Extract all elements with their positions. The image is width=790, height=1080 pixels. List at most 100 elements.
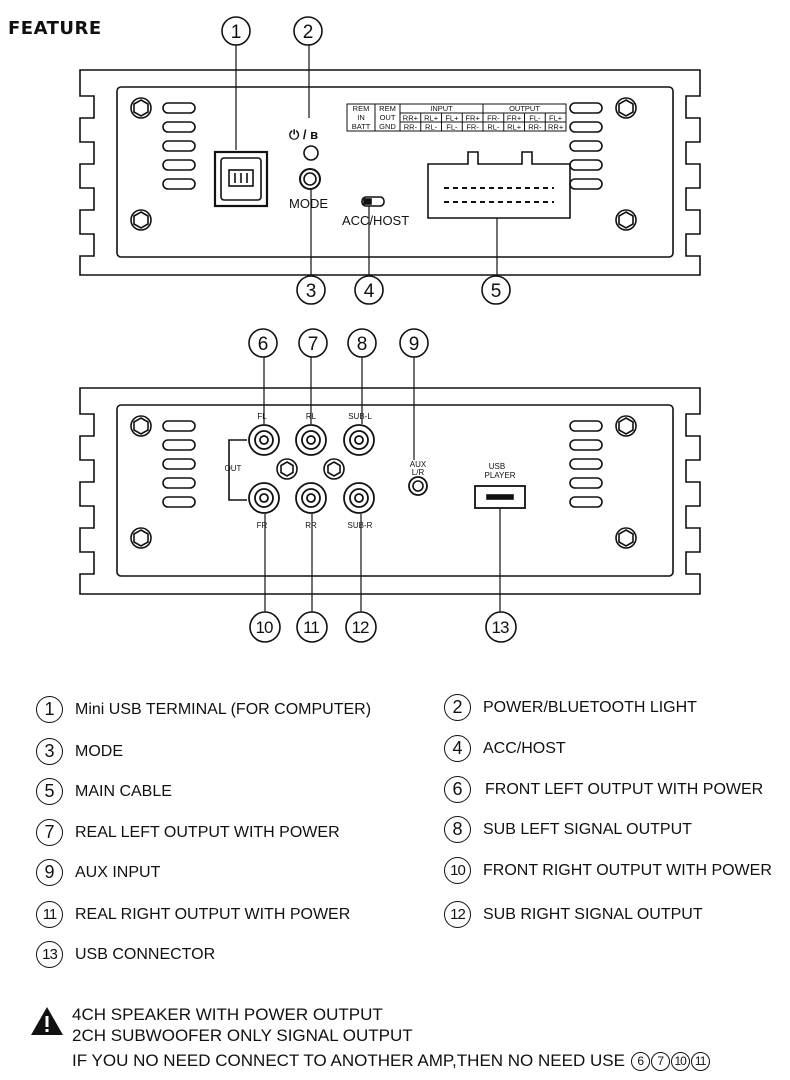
label-fl: FL: [257, 412, 267, 421]
rca-jacks: [248, 424, 375, 514]
acc-host-label: ACC/HOST: [342, 213, 409, 228]
bottom-panel-housing: [79, 387, 701, 595]
warning-line-1: 4CH SPEAKER WITH POWER OUTPUT: [72, 1005, 383, 1024]
warning-ref-6: 6: [630, 1052, 650, 1072]
tbl-bot-5: RL+: [507, 123, 522, 132]
callout-5: 5: [491, 281, 502, 302]
label-aux-lr: L/R: [412, 468, 425, 477]
tbl-bot-3: FR-: [466, 123, 479, 132]
tbl-top-1: RL+: [424, 114, 439, 123]
mode-label: MODE: [289, 196, 328, 211]
legend-text: SUB LEFT SIGNAL OUTPUT: [483, 820, 692, 838]
legend-item-4: 4 ACC/HOST: [444, 735, 566, 762]
legend-text: MODE: [75, 742, 123, 760]
legend-num: 11: [36, 901, 63, 928]
aux-jack: [408, 476, 428, 496]
callout-4: 4: [364, 281, 375, 302]
tbl-c2-r1: REM: [379, 104, 396, 113]
legend-num: 12: [444, 901, 471, 928]
legend-text: Mini USB TERMINAL (FOR COMPUTER): [75, 700, 372, 718]
label-usb-player: PLAYER: [485, 471, 516, 480]
callout-11: 11: [303, 618, 319, 637]
legend-text: FRONT LEFT OUTPUT WITH POWER: [485, 780, 764, 798]
legend-text: FRONT RIGHT OUTPUT WITH POWER: [483, 861, 772, 879]
warning-note: 4CH SPEAKER WITH POWER OUTPUT 2CH SUBWOO…: [32, 1004, 710, 1072]
tbl-c1-r3: BATT: [352, 122, 371, 131]
legend-item-11: 11 REAL RIGHT OUTPUT WITH POWER: [36, 901, 350, 928]
callout-1: 1: [231, 22, 242, 43]
callout-12: 12: [352, 618, 369, 637]
legend-text: REAL RIGHT OUTPUT WITH POWER: [75, 905, 351, 923]
tbl-c1-r1: REM: [353, 104, 370, 113]
legend-text: MAIN CABLE: [75, 782, 172, 800]
legend-item-6: 6 FRONT LEFT OUTPUT WITH POWER: [444, 776, 763, 803]
warning-line-3-text: IF YOU NO NEED CONNECT TO ANOTHER AMP,TH…: [72, 1051, 625, 1070]
legend-text: SUB RIGHT SIGNAL OUTPUT: [483, 905, 703, 923]
tbl-top-7: FL+: [549, 114, 563, 123]
warning-line-2: 2CH SUBWOOFER ONLY SIGNAL OUTPUT: [72, 1026, 413, 1045]
top-vents-left: [162, 102, 196, 190]
top-panel-housing: [79, 69, 701, 276]
main-cable-connector: [427, 151, 571, 219]
label-sub-r: SUB-R: [348, 521, 373, 530]
legend-item-10: 10 FRONT RIGHT OUTPUT WITH POWER: [444, 857, 772, 884]
legend-num: 13: [36, 941, 63, 968]
leader-lines: [235, 45, 501, 612]
warning-ref-7: 7: [650, 1052, 670, 1072]
tbl-bot-1: RL-: [425, 123, 438, 132]
tbl-c2-r3: GND: [379, 122, 396, 131]
tbl-bot-7: RR+: [548, 123, 564, 132]
warning-line-3: IF YOU NO NEED CONNECT TO ANOTHER AMP,TH…: [32, 1050, 710, 1072]
top-vents-right: [569, 102, 603, 190]
tbl-top-2: FL+: [445, 114, 459, 123]
usb-player-port: [474, 485, 526, 509]
legend-text: AUX INPUT: [75, 863, 161, 881]
power-bluetooth-symbol: ⏻ / ʙ: [289, 127, 318, 142]
legend-num: 2: [444, 694, 471, 721]
legend-num: 1: [36, 696, 63, 723]
amplifier-diagram: ⏻ / ʙ MODE ACC/HOST REM IN BATT REM OUT …: [79, 16, 701, 643]
warning-ref-11: 11: [690, 1052, 710, 1072]
callout-7: 7: [308, 334, 319, 355]
bottom-vents-left: [162, 420, 196, 508]
tbl-top-6: FL-: [529, 114, 541, 123]
legend-num: 10: [444, 857, 471, 884]
legend-num: 5: [36, 778, 63, 805]
label-usb: USB: [489, 462, 505, 471]
legend-num: 7: [36, 819, 63, 846]
callout-3: 3: [306, 281, 317, 302]
tbl-bot-6: RR-: [528, 123, 542, 132]
tbl-c1-r2: IN: [357, 113, 365, 122]
out-bracket: [228, 439, 247, 501]
callout-10: 10: [256, 618, 273, 637]
callout-13: 13: [492, 618, 509, 637]
callout-9: 9: [409, 334, 420, 355]
legend-item-9: 9 AUX INPUT: [36, 859, 160, 886]
label-rr: RR: [305, 521, 317, 530]
legend-text: REAL LEFT OUTPUT WITH POWER: [75, 823, 340, 841]
legend-num: 4: [444, 735, 471, 762]
bottom-vents-right: [569, 420, 603, 508]
legend-item-2: 2 POWER/BLUETOOTH LIGHT: [444, 694, 697, 721]
tbl-output-header: OUTPUT: [509, 104, 540, 113]
legend-num: 3: [36, 738, 63, 765]
legend-num: 6: [444, 776, 471, 803]
acc-host-switch: [361, 196, 385, 207]
tbl-bot-0: RR-: [404, 123, 418, 132]
terminal-table: [346, 103, 567, 132]
legend-item-5: 5 MAIN CABLE: [36, 778, 172, 805]
label-rl: RL: [306, 412, 317, 421]
mini-usb-terminal: [213, 150, 269, 208]
callout-8: 8: [357, 334, 368, 355]
tbl-c2-r2: OUT: [380, 113, 396, 122]
tbl-top-4: FR-: [487, 114, 500, 123]
tbl-top-3: FR+: [465, 114, 480, 123]
page-title: FEATURE: [8, 18, 102, 39]
legend-item-8: 8 SUB LEFT SIGNAL OUTPUT: [444, 816, 692, 843]
label-fr: FR: [257, 521, 268, 530]
legend-item-12: 12 SUB RIGHT SIGNAL OUTPUT: [444, 901, 703, 928]
bottom-screws: [130, 415, 637, 549]
terminal-table-text: REM IN BATT REM OUT GND INPUT OUTPUT RR+…: [352, 104, 564, 132]
top-screws: [130, 97, 637, 231]
warning-icon: [31, 1007, 63, 1035]
